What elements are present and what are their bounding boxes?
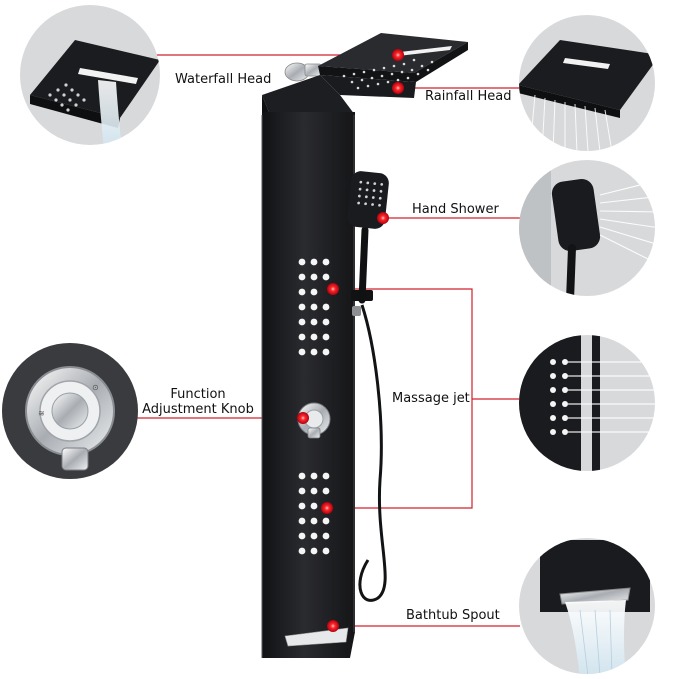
detail-function-knob: ≋ ⊙ xyxy=(2,343,138,479)
marker-waterfall xyxy=(392,49,404,61)
marker-rainfall xyxy=(392,82,404,94)
svg-text:⊙: ⊙ xyxy=(92,383,99,392)
detail-massage-jet xyxy=(519,335,655,471)
label-massage-jet: Massage jet xyxy=(392,391,470,406)
panel-body xyxy=(262,112,355,658)
label-waterfall-head: Waterfall Head xyxy=(175,72,272,87)
detail-waterfall-head xyxy=(20,5,160,145)
bathtub-spout-slot xyxy=(284,627,349,647)
label-rainfall-head: Rainfall Head xyxy=(425,89,512,104)
wall-arm-icon xyxy=(284,62,322,82)
detail-bathtub-spout xyxy=(519,538,655,674)
markers xyxy=(297,49,404,632)
marker-knob xyxy=(297,412,309,424)
detail-hand-shower xyxy=(519,160,655,296)
shower-hose xyxy=(358,304,387,602)
marker-hand-shower xyxy=(377,212,389,224)
waterfall-slot xyxy=(398,46,452,56)
rainfall-nozzles xyxy=(342,58,434,90)
lower-massage-jets xyxy=(298,472,330,555)
label-bathtub-spout: Bathtub Spout xyxy=(406,608,500,623)
upper-massage-jets xyxy=(298,258,330,356)
detail-rainfall-head xyxy=(519,15,655,151)
marker-massage-upper xyxy=(327,283,339,295)
label-function-knob-line2: Adjustment Knob xyxy=(142,401,254,417)
label-function-knob: Function Adjustment Knob xyxy=(142,387,254,418)
shower-panel xyxy=(261,33,468,658)
marker-spout xyxy=(327,620,339,632)
function-knob-icon xyxy=(297,402,331,439)
label-hand-shower: Hand Shower xyxy=(412,202,499,217)
label-function-knob-line1: Function xyxy=(170,387,226,402)
marker-massage-lower xyxy=(321,502,333,514)
svg-text:≋: ≋ xyxy=(38,409,45,418)
